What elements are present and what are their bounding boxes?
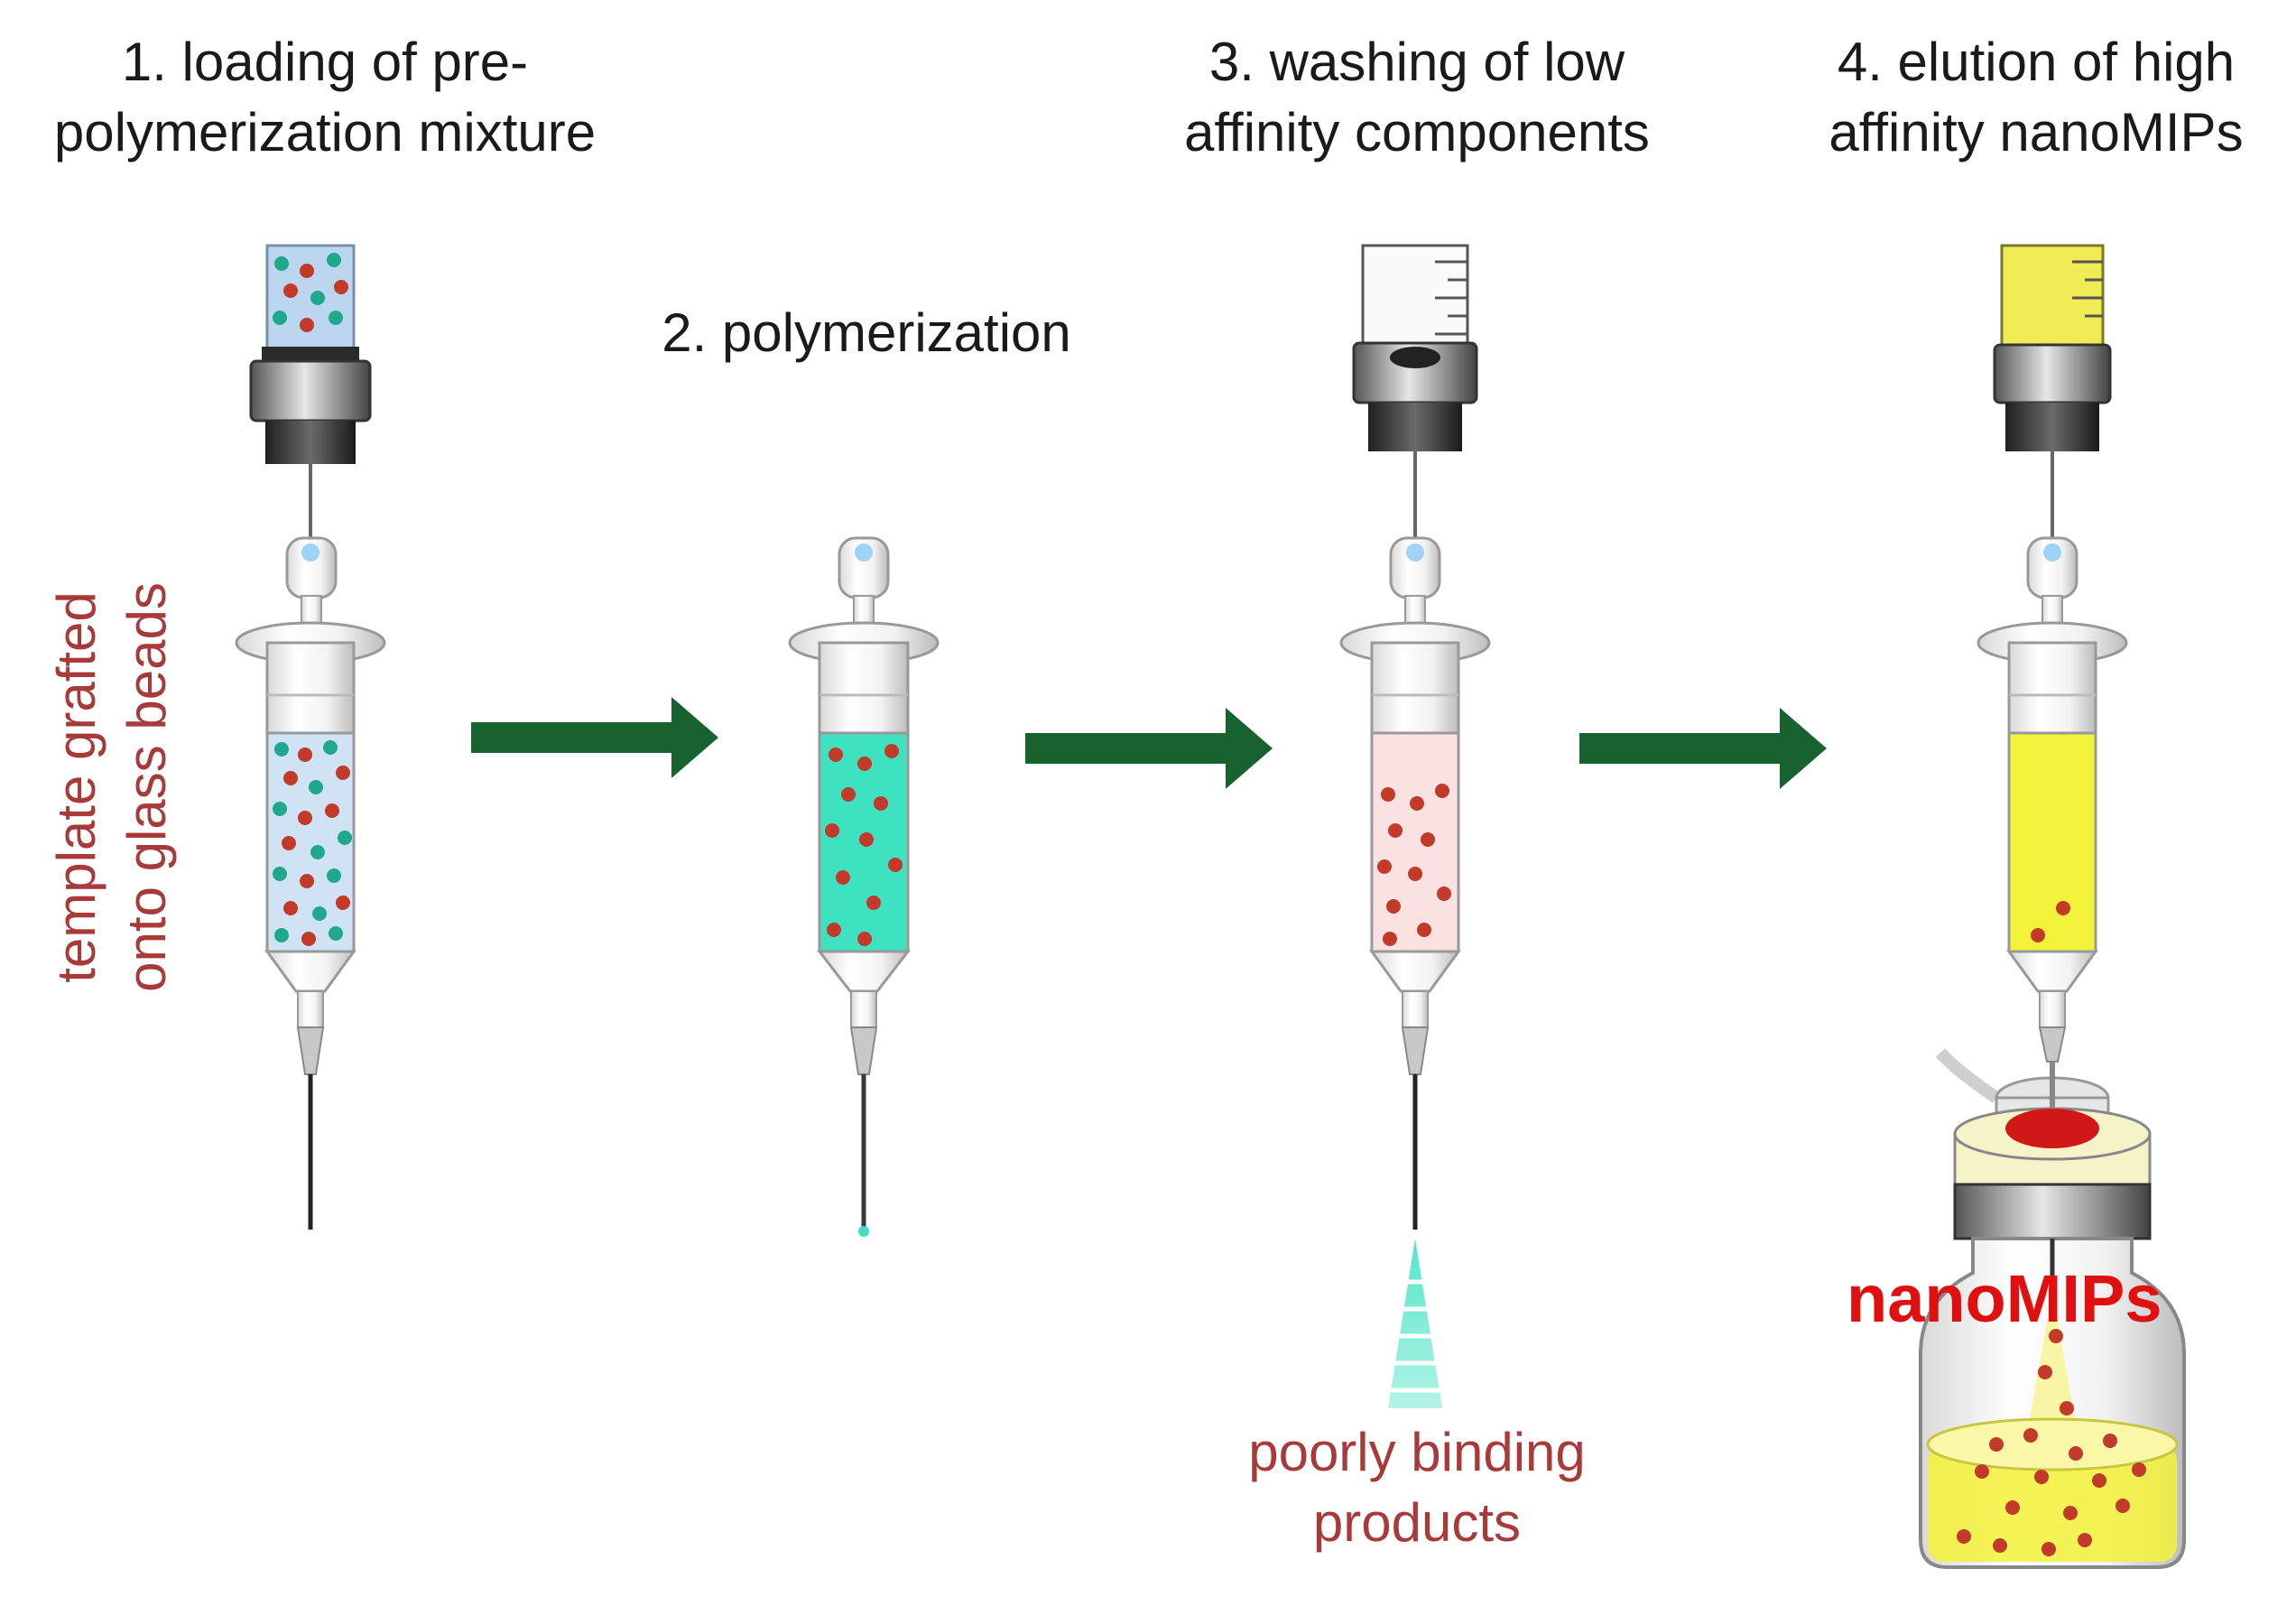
reservoir-beads-1	[273, 253, 348, 332]
column-beads-1	[273, 740, 352, 946]
column-beads-2	[825, 744, 903, 946]
step-2-label: 2. polymerization	[662, 302, 1071, 363]
arrow-3	[1579, 708, 1827, 789]
nanomips-label: nanoMIPs	[1847, 1261, 2162, 1336]
arrow-1	[471, 697, 718, 778]
step-1-label: 1. loading of pre- polymerization mixtur…	[53, 32, 597, 162]
syringe-2	[788, 536, 940, 1237]
syringe-3	[1339, 244, 1491, 1408]
arrow-2	[1025, 708, 1273, 789]
step-4-label: 4. elution of high affinity nanoMIPs	[1828, 32, 2244, 162]
vial-nanomips	[1957, 1329, 2146, 1556]
column-beads-3	[1377, 784, 1451, 946]
poorly-binding-products-label: poorly binding products	[1248, 1422, 1586, 1553]
waste-stream	[1388, 1239, 1442, 1408]
step-3-label: 3. washing of low affinity components	[1184, 32, 1650, 162]
syringe-1	[235, 244, 386, 1230]
template-grafted-label: template grafted onto glass beads	[46, 582, 177, 992]
syringe-4	[1919, 244, 2186, 1569]
